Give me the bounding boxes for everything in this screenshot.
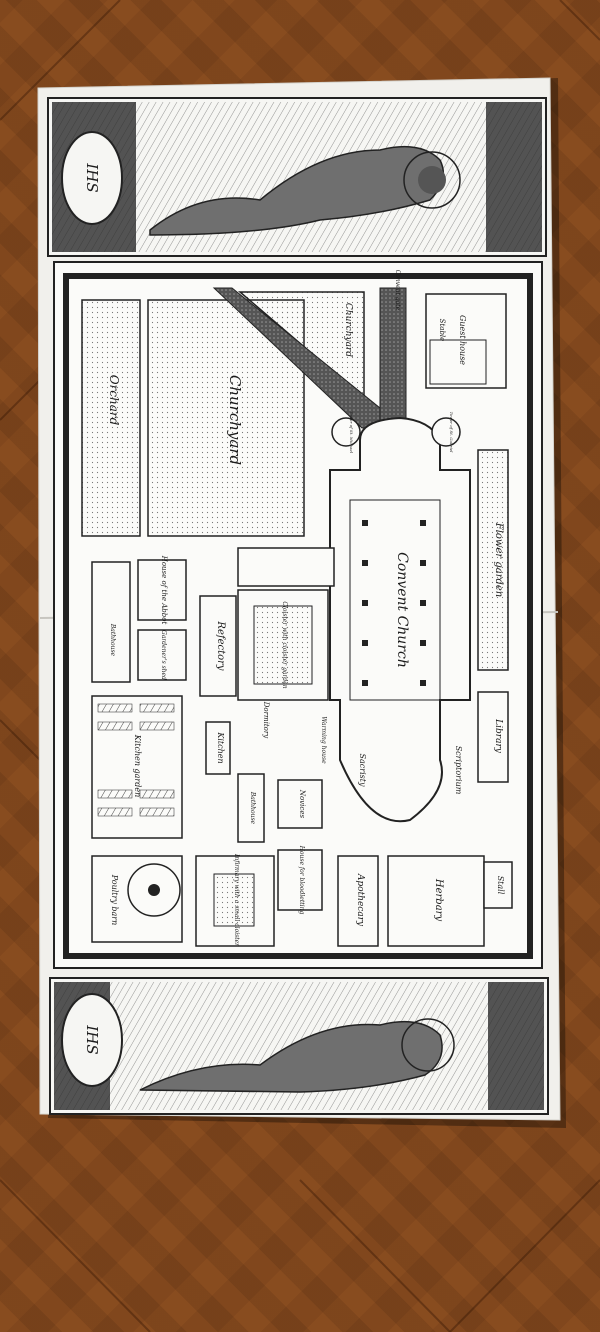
herbary <box>387 855 485 947</box>
gate-road <box>379 287 407 429</box>
label-herbary: Herbary <box>433 878 444 922</box>
label-bathhouse: Bathhouse <box>109 623 116 657</box>
halo-bottom <box>401 1018 455 1072</box>
label-churchyard: Churchyard <box>226 375 244 465</box>
label-orchard: Orchard <box>107 375 121 426</box>
label-convent-church: Convent Church <box>394 552 410 668</box>
tower-left <box>331 417 361 447</box>
apothecary <box>337 855 379 947</box>
label-house-abbot: House of the Abbot <box>160 555 168 625</box>
label-sacristy: Sacristy <box>358 754 367 787</box>
label-stable: Stable <box>438 319 446 342</box>
label-gardeners: Gardener's shed <box>160 630 167 680</box>
label-apothecary: Apothecary <box>355 873 365 927</box>
label-churchyard-small: Churchyard <box>343 303 353 357</box>
label-cloister: Cloister with cloister garden <box>281 601 288 688</box>
bottom-ornament-panel: IHS <box>49 977 549 1115</box>
halo-top <box>403 151 461 209</box>
label-library: Library <box>493 718 503 754</box>
label-guest-house: Guest house <box>458 315 467 365</box>
label-infirmary: Infirmary with a small cloister <box>233 853 240 947</box>
guest-house <box>425 293 507 389</box>
label-dormitory: Dormitory <box>262 701 270 739</box>
label-warming-house: Warming house <box>320 716 327 764</box>
ihs-emblem-text: IHS <box>83 162 101 192</box>
novices <box>237 547 335 587</box>
label-refectory: Refectory <box>215 620 226 670</box>
library <box>477 691 509 783</box>
bloodletting-house <box>277 849 323 911</box>
ihs-medallion-bottom <box>61 993 123 1087</box>
saint-figure-bottom <box>139 1020 443 1093</box>
bathhouse-left <box>91 561 131 683</box>
saint-figure-top <box>149 145 445 236</box>
ihs-emblem-text: IHS <box>83 1024 101 1054</box>
bathhouse-right <box>237 773 265 843</box>
label-scriptorium: Scriptorium <box>454 746 463 795</box>
label-tower-right: Tower of St. Gabriel <box>449 412 454 453</box>
gardeners-shed <box>137 629 187 681</box>
top-ornament-panel: IHS <box>47 97 547 257</box>
orchard-plot <box>81 299 141 537</box>
stall <box>483 861 513 909</box>
kitchen <box>205 721 231 775</box>
label-bathhouse-2: Bathhouse <box>249 791 256 825</box>
label-kitchen-garden: Kitchen garden <box>133 734 142 798</box>
label-poultry: Poultry barn <box>110 874 119 926</box>
label-convent-gate: Convent gate <box>394 270 401 311</box>
house-of-abbot <box>137 559 187 621</box>
label-kitchen: Kitchen <box>216 731 225 763</box>
tower-right <box>431 417 461 447</box>
label-tower-left: Tower of St. Michael <box>349 411 354 454</box>
convent-church <box>329 416 471 823</box>
label-bloodletting: House for bloodletting <box>298 845 305 915</box>
flower-garden <box>477 449 509 671</box>
label-flower-garden: Flower garden <box>493 522 504 598</box>
ihs-medallion-top <box>61 131 123 225</box>
label-novices: Novices <box>298 789 306 819</box>
refectory <box>199 595 237 697</box>
novices-house <box>277 779 323 829</box>
label-stall: Stall <box>496 876 505 895</box>
monastery-plan: Orchard Churchyard Churchyard Convent ga… <box>53 261 543 969</box>
